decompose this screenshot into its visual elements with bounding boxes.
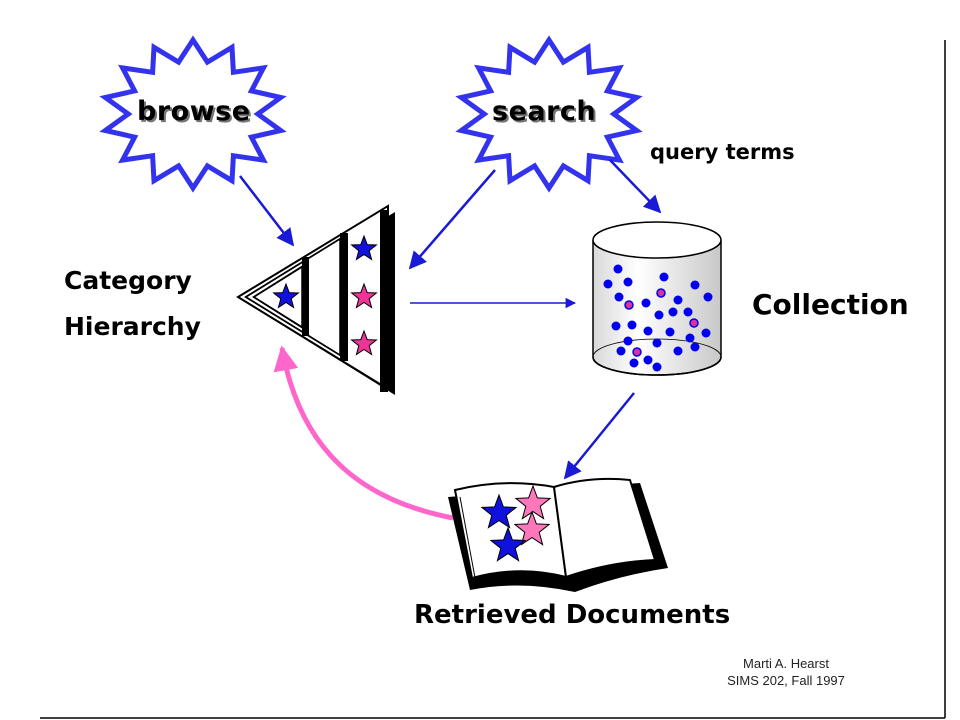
document-dot <box>643 355 653 365</box>
document-dot <box>690 280 700 290</box>
hierarchy-label: Hierarchy <box>64 312 201 341</box>
document-dot <box>614 292 624 302</box>
document-dot <box>643 326 653 336</box>
document-dot <box>611 321 621 331</box>
credit-course: SIMS 202, Fall 1997 <box>727 673 845 688</box>
document-dot <box>665 327 675 337</box>
document-dot <box>689 318 699 328</box>
document-dot <box>659 272 669 282</box>
document-dot <box>673 295 683 305</box>
search-to-hierarchy-arrow <box>408 169 496 270</box>
document-dot <box>701 328 711 338</box>
star-icon <box>350 234 378 261</box>
star-icon <box>350 329 378 356</box>
star-icon <box>489 526 527 562</box>
star-icon <box>514 484 552 520</box>
document-dot <box>623 277 633 287</box>
document-dot <box>616 346 626 356</box>
document-dot <box>673 346 683 356</box>
document-dot <box>627 320 637 330</box>
open-book-icon <box>448 477 668 592</box>
document-dot <box>683 307 693 317</box>
document-dot <box>603 279 613 289</box>
collection-to-documents-arrow <box>563 392 635 480</box>
credit-author: Marti A. Hearst <box>743 656 829 671</box>
triangle-hierarchy-icon <box>236 204 395 395</box>
search-to-collection-arrow <box>609 159 662 214</box>
browse-label: browse <box>137 96 251 127</box>
category-label: Category <box>64 266 192 295</box>
query-terms-label: query terms <box>650 140 795 164</box>
star-icon <box>480 493 518 529</box>
document-dot <box>690 342 700 352</box>
document-dot <box>656 288 666 298</box>
retrieved-documents-label: Retrieved Documents <box>414 600 731 630</box>
credit: Marti A. Hearst SIMS 202, Fall 1997 <box>666 655 906 689</box>
browse-to-hierarchy-arrow <box>239 175 295 247</box>
document-dot <box>623 336 633 346</box>
star-icon <box>350 282 378 309</box>
document-dot <box>668 307 678 317</box>
document-dot <box>654 310 664 320</box>
collection-label: Collection <box>752 288 909 321</box>
browse-starburst-icon <box>99 35 287 193</box>
document-dot <box>629 358 639 368</box>
document-dot <box>613 264 623 274</box>
document-dot <box>652 362 662 372</box>
search-label: search <box>492 96 597 127</box>
document-dot <box>685 333 695 343</box>
search-starburst-icon <box>455 35 643 193</box>
document-dot <box>632 347 642 357</box>
document-dot <box>652 338 662 348</box>
star-icon <box>513 510 551 546</box>
document-dot <box>624 300 634 310</box>
feedback-arrow <box>273 345 454 521</box>
star-icon <box>272 282 300 309</box>
document-dot <box>641 298 651 308</box>
document-dot <box>703 292 713 302</box>
cylinder-collection-icon <box>592 221 722 376</box>
